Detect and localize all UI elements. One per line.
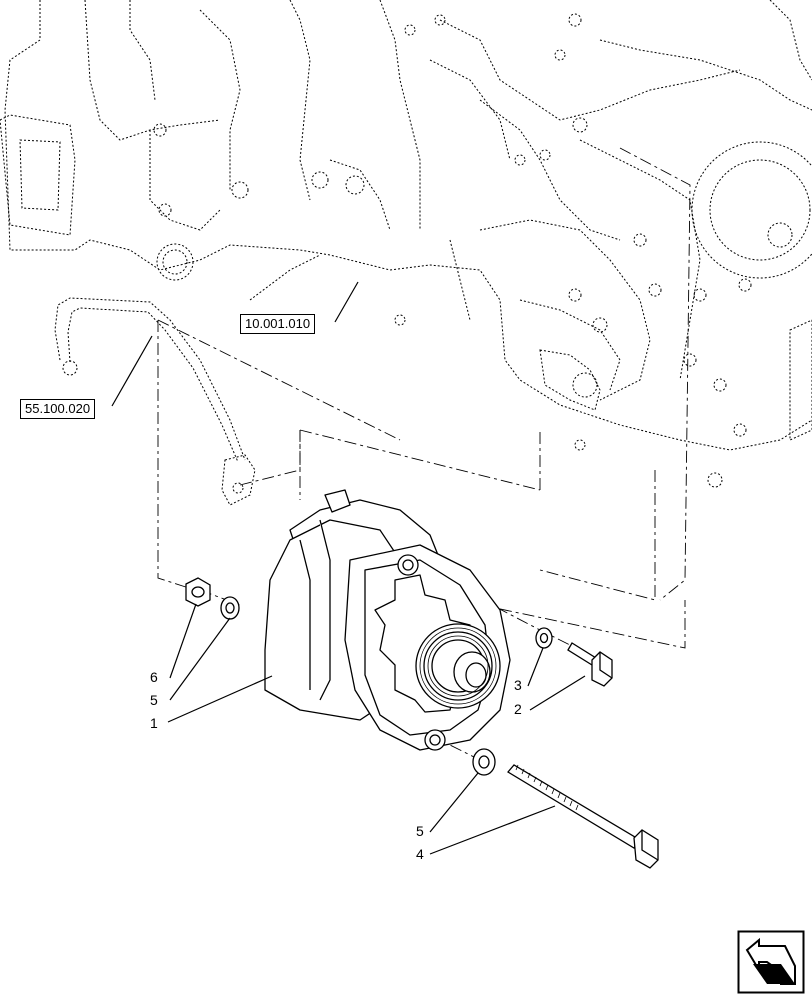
washer-small-drawing [535,627,553,649]
alternator-drawing [264,489,511,751]
callout-washer-lower: 5 [416,823,424,839]
bolt-long-drawing [507,764,659,869]
bolt-long-thread [515,764,579,811]
reference-leaders [111,281,359,407]
washer-lower-drawing [472,748,496,776]
callout-bolt-short: 2 [514,701,522,717]
reference-wiring-harness[interactable]: 55.100.020 [20,399,96,419]
washer-left-drawing [220,596,240,620]
callout-leaders [167,603,586,855]
ground-cable-drawing [54,297,256,506]
reference-engine-block[interactable]: 10.001.010 [240,314,316,334]
bolt-short-drawing [567,642,613,687]
callout-nut: 6 [150,669,158,685]
alternator-pulley-grooves [419,627,497,705]
callout-washer-left: 5 [150,692,158,708]
callout-alternator: 1 [150,715,158,731]
nut-drawing [185,577,211,607]
return-arrow-icon[interactable] [737,930,805,994]
callout-washer-small: 3 [514,677,522,693]
engine-block-drawing [0,0,812,488]
callout-bolt-long: 4 [416,846,424,862]
